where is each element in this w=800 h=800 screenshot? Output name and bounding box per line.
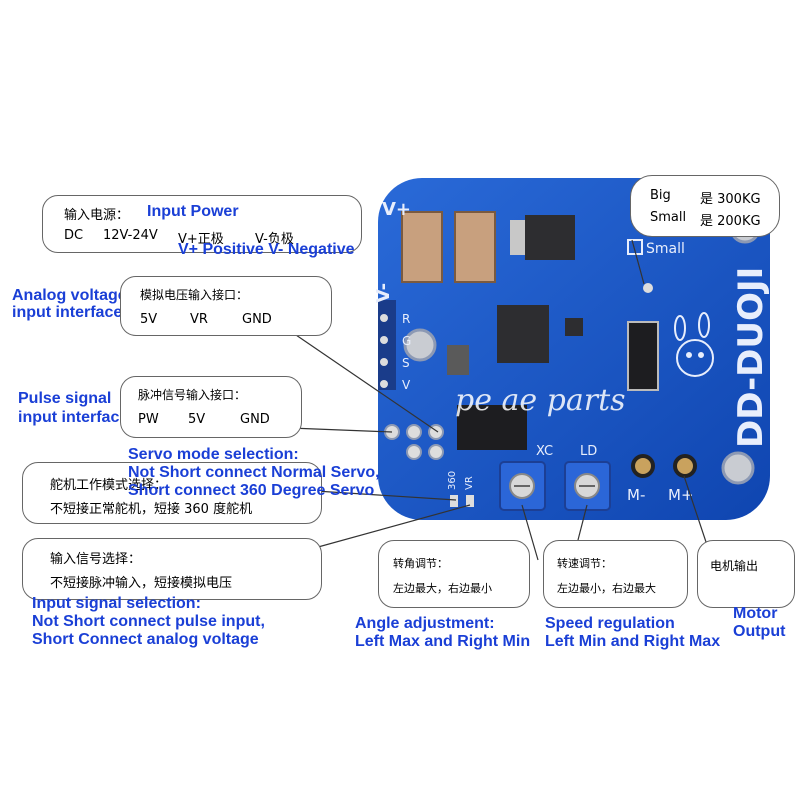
silk-vplus: V+ (382, 199, 411, 220)
analog-cn-label: 模拟电压输入接口： (140, 288, 249, 302)
regulator-tab (510, 220, 525, 255)
input-select-en-line2: Not Short connect pulse input, (32, 613, 265, 630)
pulse-pin (406, 424, 422, 440)
shunt-resistor (627, 321, 659, 391)
silk-vr: VR (464, 476, 475, 490)
silk-pin-r: R (402, 312, 410, 326)
angle-cn-line1: 转角调节： (393, 557, 448, 570)
speed-potentiometer (564, 461, 611, 511)
silk-pin-g: G (402, 334, 411, 348)
speed-callout (543, 540, 688, 608)
size-callout (630, 175, 780, 237)
power-dc: DC (64, 228, 84, 243)
input-select-callout (22, 538, 322, 600)
silk-small: Small (646, 241, 685, 257)
silk-ld: LD (580, 444, 597, 459)
pulse-en-line1: Pulse signal (18, 390, 112, 407)
angle-potentiometer (499, 461, 546, 511)
size-big-name: Big (650, 188, 671, 203)
servo-mode-callout (22, 462, 322, 524)
speed-cn-line1: 转速调节： (557, 557, 612, 570)
angle-en-line1: Angle adjustment: (355, 615, 495, 632)
motor-terminal-minus (631, 454, 655, 478)
size-small-name: Small (650, 210, 687, 225)
silk-vminus: V- (373, 283, 394, 303)
size-marker-box (627, 239, 643, 255)
pulse-pin-pw: PW (138, 412, 159, 427)
capacitor (454, 211, 496, 283)
voltage-regulator (525, 215, 575, 260)
size-solder-pad (643, 283, 653, 293)
driver-ic (457, 405, 527, 450)
power-vminus: V-负极 (255, 232, 294, 247)
analog-pin-5v: 5V (140, 312, 158, 327)
input-select-cn-line1: 输入信号选择： (50, 552, 142, 567)
size-small-value: 是 200KG (700, 214, 761, 229)
signal-header (378, 300, 396, 390)
angle-cn-line2: 左边最大，右边最小 (393, 582, 492, 595)
input-select-en-line3: Short Connect analog voltage (32, 631, 259, 648)
input-select-cn-line2: 不短接脉冲输入，短接模拟电压 (50, 576, 233, 591)
mounting-hole (721, 451, 755, 485)
power-en-title: Input Power (147, 203, 239, 220)
speed-cn-line2: 左边最小，右边最大 (557, 582, 656, 595)
power-cn-label: 输入电源： (64, 208, 130, 223)
watermark: pe ae parts (455, 383, 626, 418)
pulse-pin-gnd: GND (240, 412, 270, 427)
size-big-value: 是 300KG (700, 192, 761, 207)
jumper-360 (450, 495, 458, 507)
servo-mode-cn-line2: 不短接正常舵机，短接 360 度舵机 (50, 502, 253, 517)
pulse-callout (120, 376, 302, 438)
speed-en-line2: Left Min and Right Max (545, 633, 721, 650)
mounting-hole (403, 328, 437, 362)
servo-mode-cn-line1: 舵机工作模式选择： (50, 478, 168, 493)
analog-en-line2: input interface (12, 304, 123, 321)
pulse-pin (428, 444, 444, 460)
power-polarity-en: V+ Positive V- Negative (178, 241, 355, 258)
angle-callout (378, 540, 530, 608)
capacitor (401, 211, 443, 283)
analog-pin-vr: VR (190, 312, 208, 327)
rabbit-logo (674, 312, 714, 377)
pulse-pin (406, 444, 422, 460)
leader-lines (289, 239, 713, 561)
silk-xc: XC (536, 444, 553, 459)
silk-pin-v: V (402, 378, 411, 392)
motor-en-line1: Motor (733, 605, 778, 622)
motor-cn: 电机输出 (710, 559, 759, 573)
small-chip (565, 318, 583, 336)
speed-en-line1: Speed regulation (545, 615, 675, 632)
angle-en-line2: Left Max and Right Min (355, 633, 531, 650)
analog-callout (120, 276, 332, 336)
motor-en-line2: Output (733, 623, 786, 640)
mosfet-chip (497, 305, 549, 363)
silk-m-minus: M- (627, 486, 645, 504)
power-callout (42, 195, 362, 253)
input-select-en-line1: Input signal selection: (32, 595, 201, 612)
servo-mode-en-line3: Short connect 360 Degree Servo (128, 482, 375, 499)
resistor (447, 345, 469, 375)
silk-pin-s: S (402, 356, 410, 370)
silk-360: 360 (447, 471, 458, 490)
motor-terminal-plus (673, 454, 697, 478)
power-vplus: V+正极 (178, 232, 224, 247)
pulse-en-line2: input interface (18, 409, 129, 426)
silk-m-plus: M+ (668, 486, 694, 504)
servo-mode-en-line1: Servo mode selection: (128, 446, 299, 463)
pulse-cn-label: 脉冲信号输入接口： (138, 388, 247, 402)
jumper-vr (466, 495, 474, 507)
pulse-pin-5v: 5V (188, 412, 206, 427)
board-name: DD-DUOJI (731, 267, 771, 448)
servo-mode-en-line2: Not Short connect Normal Servo, (128, 464, 380, 481)
power-voltage: 12V-24V (103, 228, 158, 243)
analog-pin-gnd: GND (242, 312, 272, 327)
analog-en-line1: Analog voltage (12, 287, 127, 304)
motor-callout (697, 540, 795, 608)
